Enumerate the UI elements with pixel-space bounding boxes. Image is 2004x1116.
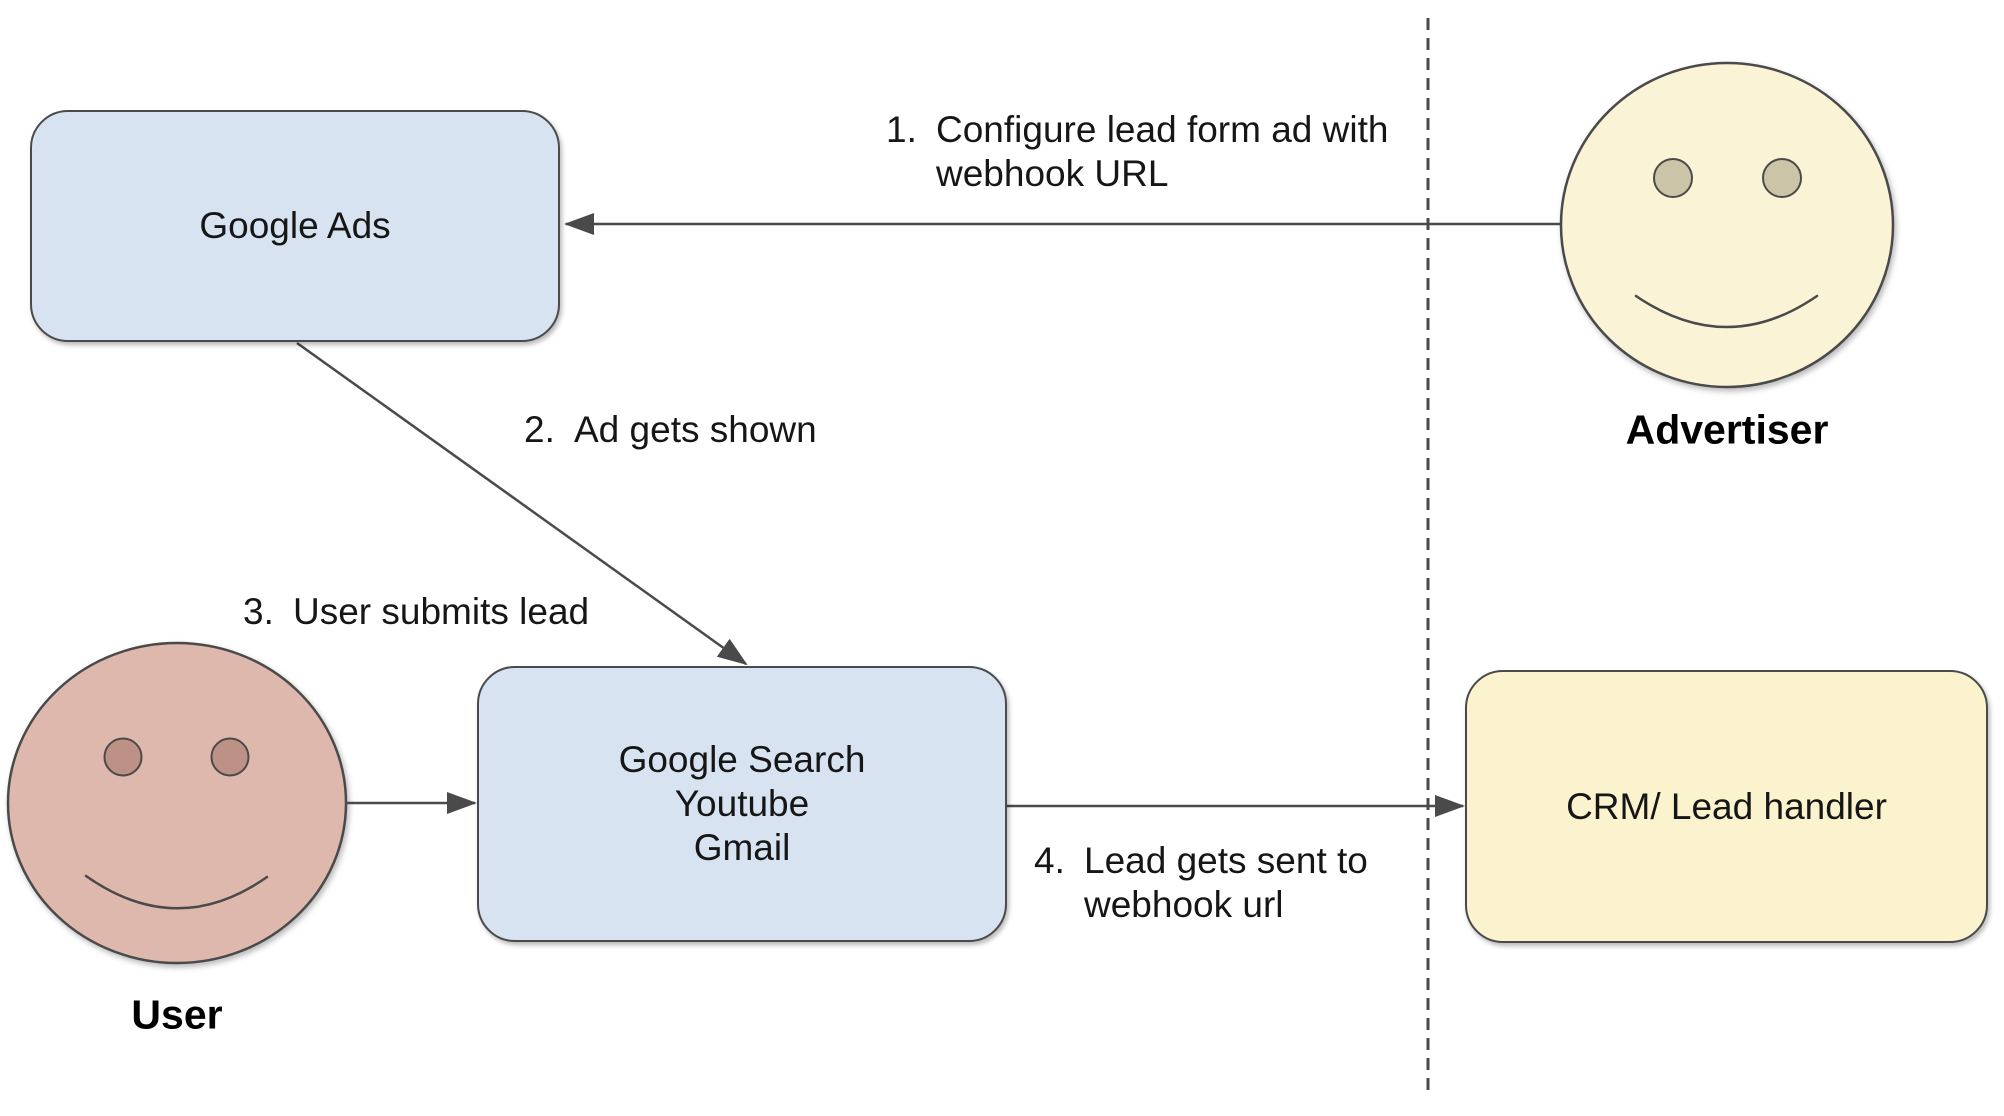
step-4-line-1: Lead gets sent to (1084, 840, 1368, 881)
user-right-eye (210, 737, 250, 777)
step-1-line-2: webhook URL (936, 153, 1169, 194)
user-smile (84, 874, 269, 910)
node-crm-label: CRM/ Lead handler (1566, 785, 1887, 827)
step-2-line-1: Ad gets shown (574, 409, 817, 450)
step-label-1: 1. Configure lead form ad with webhook U… (886, 108, 1388, 196)
advertiser-caption: Advertiser (1625, 406, 1829, 453)
step-3-line-1: User submits lead (293, 591, 590, 632)
advertiser-face (1559, 61, 1895, 389)
node-crm: CRM/ Lead handler (1465, 670, 1988, 943)
step-4-number: 4. (1034, 840, 1065, 881)
user-left-eye (103, 737, 143, 777)
step-1-line-1: Configure lead form ad with (936, 109, 1389, 150)
step-1-number: 1. (886, 109, 917, 150)
advertiser-smile (1634, 294, 1819, 329)
step-label-4: 4. Lead gets sent to webhook url (1034, 839, 1368, 927)
advertiser-left-eye (1653, 158, 1693, 198)
step-4-line-2: webhook url (1084, 884, 1284, 925)
node-channels-line-1: Google Search (618, 739, 866, 780)
arrow-google-ads-to-channels (296, 341, 748, 666)
node-channels-line-3: Gmail (693, 827, 791, 868)
advertiser-right-eye (1762, 158, 1802, 198)
node-channels: Google Search Youtube Gmail (477, 666, 1007, 942)
step-2-number: 2. (524, 409, 555, 450)
step-label-2: 2. Ad gets shown (524, 408, 817, 452)
node-google-ads: Google Ads (30, 110, 560, 342)
step-3-number: 3. (243, 591, 274, 632)
step-label-3: 3. User submits lead (243, 590, 589, 634)
user-caption: User (131, 991, 223, 1038)
node-google-ads-label: Google Ads (199, 205, 391, 246)
advertiser-avatar (1559, 61, 1895, 389)
user-avatar (6, 641, 348, 965)
user-face (6, 641, 348, 965)
node-channels-line-2: Youtube (674, 783, 810, 824)
